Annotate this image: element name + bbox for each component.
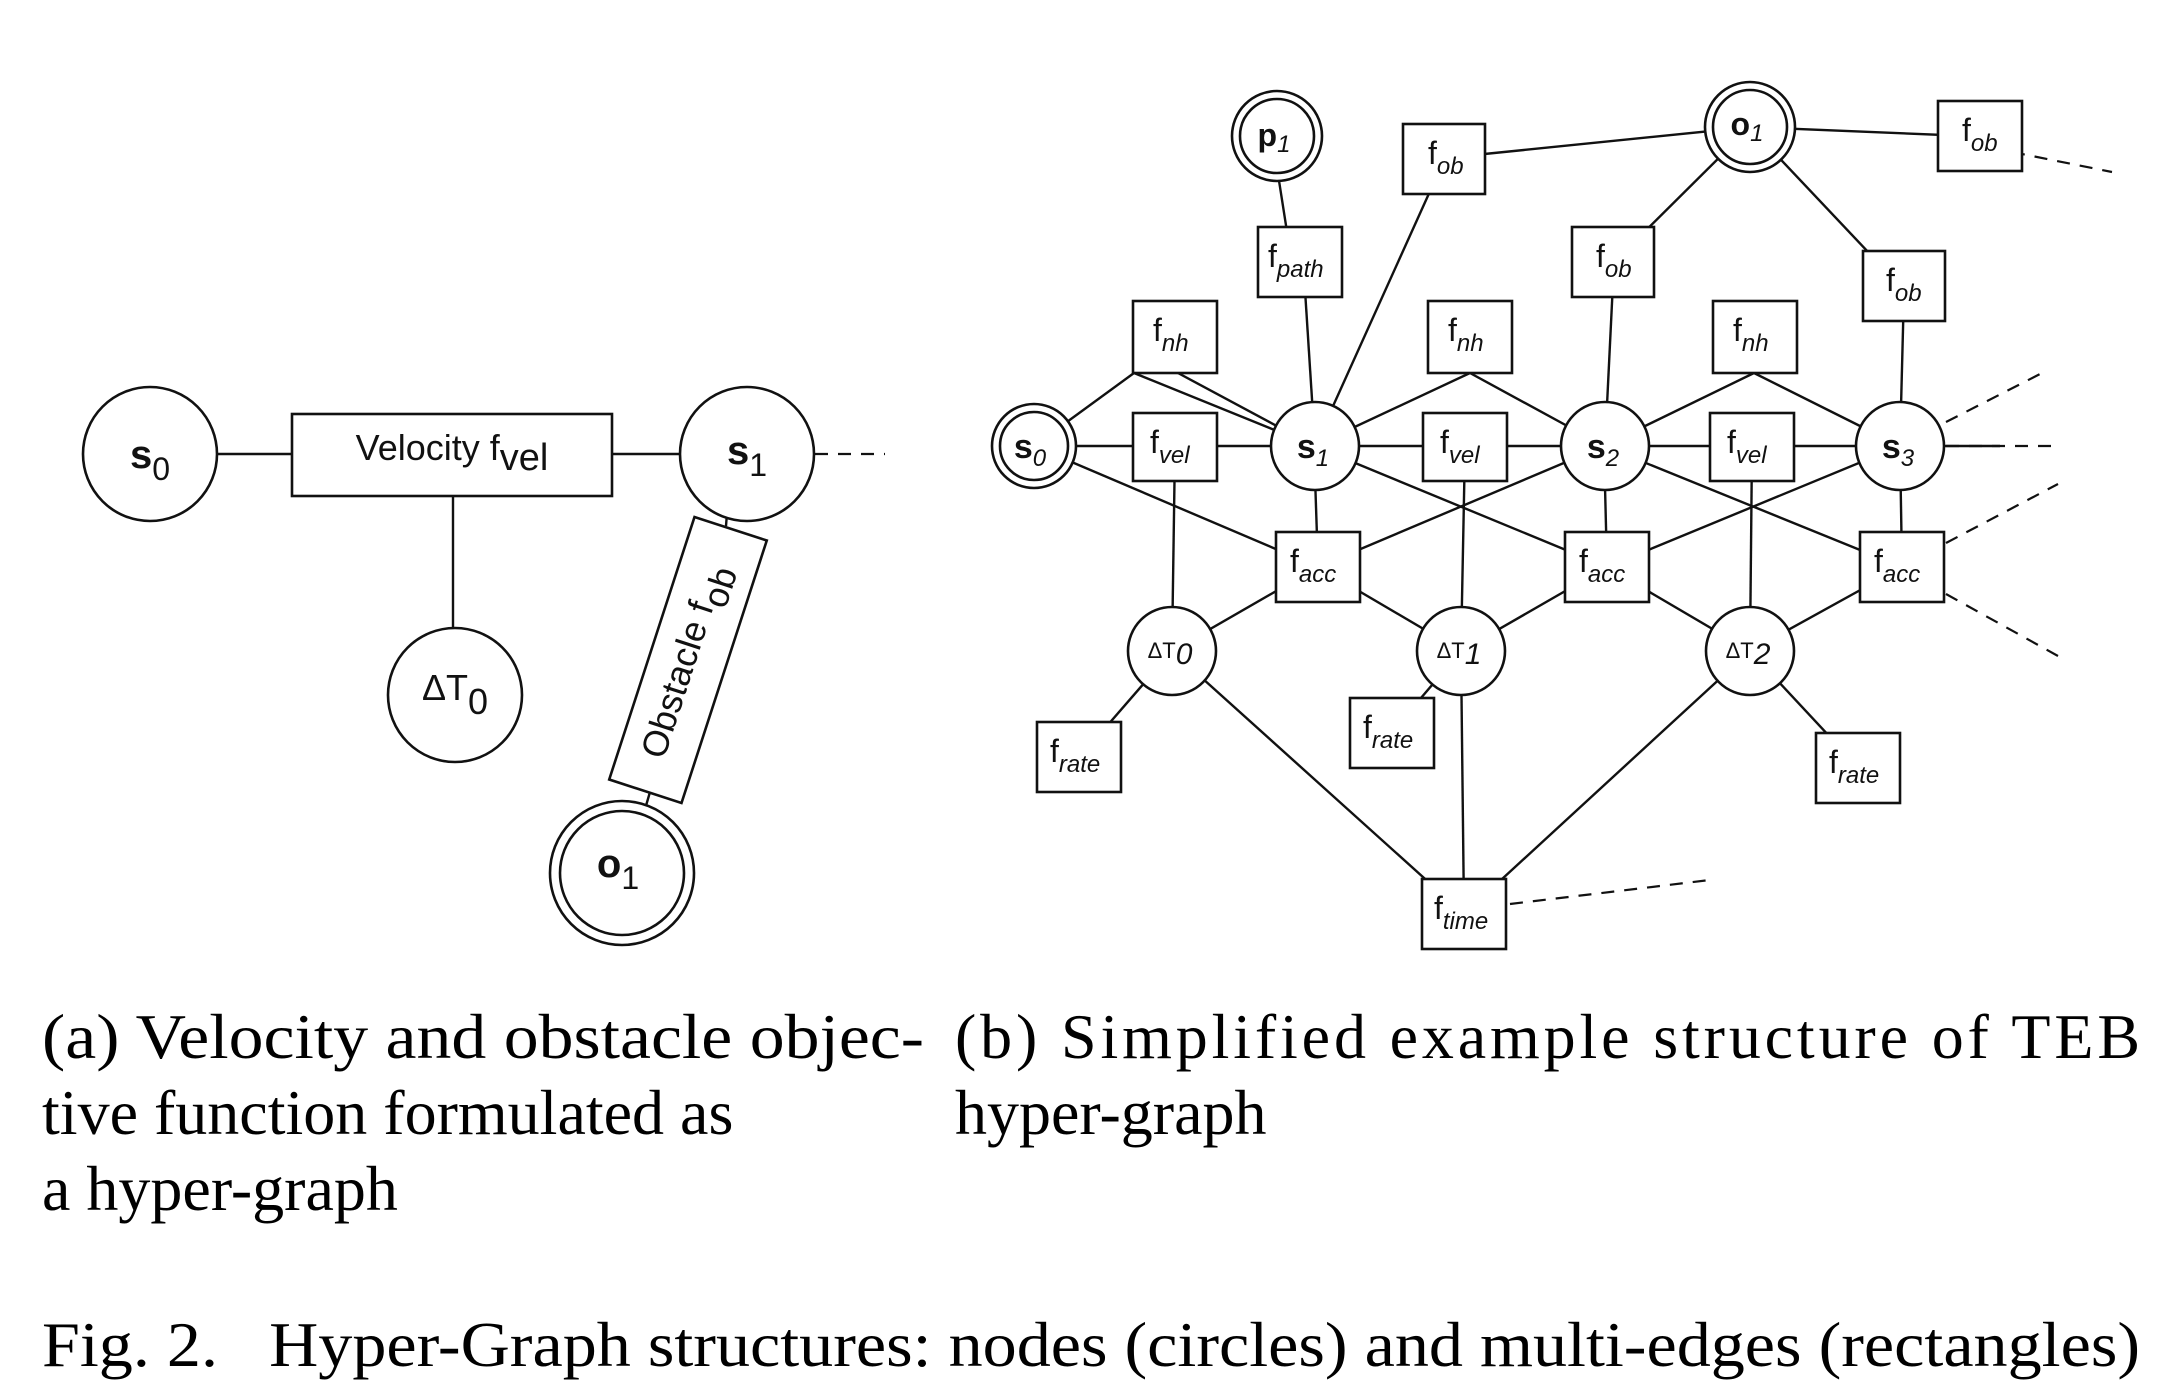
velocity-edge: Velocity fvel	[290, 412, 614, 498]
caption-a-line1: (a) Velocity and obstacle objec-	[42, 1001, 924, 1072]
caption-a-line2: tive function formulated as	[42, 1077, 733, 1148]
edge-f-vel-3: fvel	[1708, 411, 1796, 483]
svg-text:s1: s1	[1297, 428, 1329, 472]
figure-caption: Fig. 2. Hyper-Graph structures: nodes (c…	[42, 1309, 2140, 1380]
node-s0: s0	[81, 385, 219, 523]
edge-f-nh-3: fnh	[1711, 299, 1799, 375]
caption-b: (b) Simplified example structure of TEB …	[955, 1001, 2140, 1148]
svg-text:ΔT0: ΔT0	[422, 667, 488, 722]
svg-text:ftime: ftime	[1434, 890, 1488, 935]
edge-line	[1033, 444, 1319, 569]
node-dt0: ΔT0	[1126, 605, 1218, 697]
svg-text:o1: o1	[597, 842, 639, 896]
svg-text:fvel: fvel	[1440, 424, 1480, 469]
svg-text:frate: frate	[1363, 709, 1413, 754]
edge-f-nh-1: fnh	[1131, 299, 1219, 375]
edge-f-ob-1: fob	[1401, 122, 1487, 196]
edge-f-time: ftime	[1420, 877, 1508, 951]
edge-line	[1603, 444, 1903, 569]
svg-text:s0: s0	[130, 433, 170, 487]
edge-f-acc-3: facc	[1858, 530, 1946, 604]
edge-f-rate-1: frate	[1035, 720, 1123, 794]
svg-text:fnh: fnh	[1153, 312, 1189, 357]
svg-text:fob: fob	[1886, 262, 1922, 307]
node-o1: o1	[1703, 80, 1797, 174]
edge-f-rate-2: frate	[1348, 696, 1436, 770]
svg-text:frate: frate	[1829, 744, 1879, 789]
svg-text:facc: facc	[1874, 543, 1920, 588]
edge-f-ob-4: fob	[1861, 249, 1947, 323]
caption-b-line2: hyper-graph	[955, 1077, 1266, 1148]
edge-line	[1444, 125, 1751, 160]
svg-text:fvel: fvel	[1150, 424, 1190, 469]
svg-text:fob: fob	[1596, 238, 1632, 283]
node-o1: o1	[548, 799, 696, 947]
svg-text:Velocity fvel: Velocity fvel	[356, 427, 549, 479]
edge-f-rate-3: frate	[1814, 731, 1902, 805]
node-dt2: ΔT2	[1704, 605, 1796, 697]
svg-text:ΔT0: ΔT0	[1148, 638, 1193, 671]
edge-f-ob-3: fob	[1570, 225, 1656, 299]
svg-text:fob: fob	[1962, 112, 1998, 157]
svg-text:s3: s3	[1882, 428, 1915, 472]
svg-text:facc: facc	[1290, 543, 1336, 588]
node-s1: s1	[678, 385, 816, 523]
svg-text:s1: s1	[727, 429, 767, 483]
edge-f-vel-2: fvel	[1421, 411, 1509, 483]
edge-line	[1171, 650, 1465, 915]
node-dt1: ΔT1	[1415, 605, 1507, 697]
edge-line	[1313, 444, 1608, 569]
obstacle-edge: Obstacle fob	[607, 515, 769, 805]
continuation-dashes	[1509, 150, 2113, 906]
svg-text:fvel: fvel	[1727, 424, 1767, 469]
edge-f-nh-2: fnh	[1426, 299, 1514, 375]
node-s0: s0	[990, 402, 1078, 490]
svg-text:s2: s2	[1587, 428, 1619, 472]
svg-text:ΔT1: ΔT1	[1437, 638, 1482, 671]
svg-text:fnh: fnh	[1733, 312, 1769, 357]
node-p1: p1	[1230, 89, 1324, 183]
edge-f-ob-2: fob	[1936, 99, 2024, 173]
svg-text:facc: facc	[1579, 543, 1625, 588]
svg-text:fnh: fnh	[1448, 312, 1484, 357]
node-s3: s3	[1854, 400, 1946, 492]
diagram-a: s0 s1 Velocity fvel ΔT0 Obstacle fob o1	[81, 385, 885, 947]
svg-text:fpath: fpath	[1268, 238, 1324, 283]
node-dt0: ΔT0	[386, 626, 524, 764]
edge-line	[1313, 157, 1447, 447]
caption-b-line1: (b) Simplified example structure of TEB	[955, 1001, 2140, 1072]
diagram-b: s0 s1 s2 s3 p1 o1 ΔT0	[990, 80, 2113, 951]
caption-a-line3: a hyper-graph	[42, 1153, 398, 1224]
svg-text:o1: o1	[1731, 106, 1764, 147]
node-s2: s2	[1559, 400, 1651, 492]
svg-text:s0: s0	[1014, 428, 1047, 472]
edge-line	[1463, 650, 1751, 915]
edge-f-vel-1: fvel	[1131, 411, 1219, 483]
svg-text:frate: frate	[1050, 733, 1100, 778]
edge-f-path: fpath	[1256, 225, 1344, 299]
edge-f-acc-1: facc	[1274, 530, 1362, 604]
svg-text:ΔT2: ΔT2	[1726, 638, 1771, 671]
node-s1: s1	[1269, 400, 1361, 492]
caption-a: (a) Velocity and obstacle objec- tive fu…	[42, 1001, 924, 1224]
svg-text:fob: fob	[1428, 135, 1464, 180]
svg-text:p1: p1	[1258, 117, 1291, 158]
edge-f-acc-2: facc	[1563, 530, 1651, 604]
